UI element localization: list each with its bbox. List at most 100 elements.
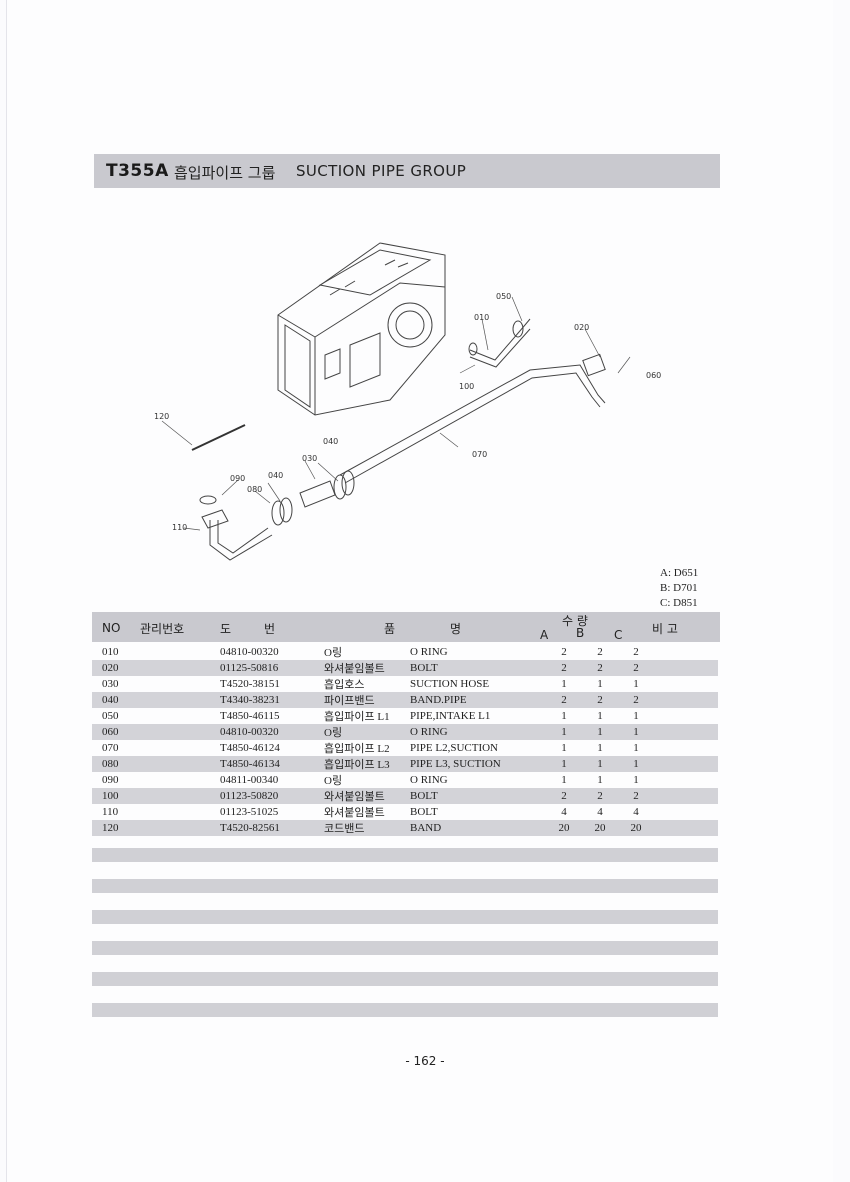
qty-a: 2 xyxy=(561,646,567,658)
name-korean: 파이프밴드 xyxy=(324,695,375,707)
qty-c: 2 xyxy=(633,646,639,658)
empty-row xyxy=(92,972,718,986)
callout-010: 010 xyxy=(474,313,489,322)
callout-110: 110 xyxy=(172,523,187,532)
remark xyxy=(654,644,718,660)
callout-070: 070 xyxy=(472,450,487,459)
qty-c: 2 xyxy=(633,662,639,674)
callout-040b: 040 xyxy=(268,471,283,480)
header-qty-b: B xyxy=(576,626,585,640)
qty-a: 1 xyxy=(561,726,567,738)
qty-b: 2 xyxy=(597,790,603,802)
model-b: B: D701 xyxy=(660,582,698,594)
header-name-1: 품 xyxy=(384,622,396,636)
name-korean: O링 xyxy=(324,727,343,739)
cord-band xyxy=(191,424,246,451)
suction-pipe-l1 xyxy=(468,318,531,368)
callout-020: 020 xyxy=(574,323,589,332)
drawing-no: T4340-38231 xyxy=(220,694,280,706)
part-no: 030 xyxy=(102,678,119,690)
empty-row xyxy=(92,941,718,955)
callout-050: 050 xyxy=(496,292,511,301)
qty-b: 1 xyxy=(597,710,603,722)
header-mgmt-no: 관리번호 xyxy=(140,622,185,636)
name-english: BOLT xyxy=(410,790,438,802)
transmission-housing xyxy=(277,242,446,416)
drawing-no: 04811-00340 xyxy=(220,774,279,786)
qty-b: 2 xyxy=(597,694,603,706)
group-title-korean: 흡입파이프 그룹 xyxy=(174,164,276,182)
qty-a: 20 xyxy=(558,822,570,834)
name-korean: 흡입파이프 L2 xyxy=(324,743,390,755)
part-no: 060 xyxy=(102,726,119,738)
qty-c: 1 xyxy=(633,774,639,786)
drawing-no: T4520-38151 xyxy=(220,678,280,690)
qty-c: 1 xyxy=(633,678,639,690)
table-row: 060 04810-00320 O링 O RING 1 1 1 xyxy=(92,724,718,740)
callout-leaders xyxy=(161,296,631,531)
name-english: O RING xyxy=(410,646,448,658)
suction-hose-and-bands xyxy=(271,470,355,526)
qty-c: 2 xyxy=(633,694,639,706)
empty-row xyxy=(92,879,718,893)
drawing-no: T4520-82561 xyxy=(220,822,280,834)
qty-a: 2 xyxy=(561,662,567,674)
remark xyxy=(654,724,718,740)
name-english: O RING xyxy=(410,774,448,786)
callout-120: 120 xyxy=(154,412,169,421)
drawing-no: 01125-50816 xyxy=(220,662,279,674)
name-korean: 와셔붙임볼트 xyxy=(324,663,385,675)
callout-060: 060 xyxy=(646,371,661,380)
header-name-2: 명 xyxy=(450,622,462,636)
part-no: 110 xyxy=(102,806,119,818)
callout-040a: 040 xyxy=(323,437,338,446)
qty-a: 1 xyxy=(561,710,567,722)
part-no: 090 xyxy=(102,774,119,786)
qty-c: 1 xyxy=(633,758,639,770)
drawing-no: T4850-46124 xyxy=(220,742,280,754)
name-english: BAND xyxy=(410,822,442,834)
name-english: O RING xyxy=(410,726,448,738)
qty-c: 1 xyxy=(633,726,639,738)
qty-a: 1 xyxy=(561,774,567,786)
name-korean: O링 xyxy=(324,647,343,659)
drawing-no: 04810-00320 xyxy=(220,726,279,738)
table-header: NO 관리번호 도 번 품 명 수 량 A B C 비 고 xyxy=(92,612,720,642)
name-english: BOLT xyxy=(410,806,438,818)
header-drawing-2: 번 xyxy=(264,622,276,636)
qty-c: 2 xyxy=(633,790,639,802)
header-drawing-1: 도 xyxy=(220,622,232,636)
empty-row xyxy=(92,848,718,862)
part-no: 020 xyxy=(102,662,119,674)
exploded-parts-diagram: 050 010 020 060 100 070 040 030 040 090 … xyxy=(154,242,661,561)
qty-b: 1 xyxy=(597,726,603,738)
qty-b: 2 xyxy=(597,662,603,674)
part-no: 080 xyxy=(102,758,119,770)
remark xyxy=(654,708,718,724)
group-title-english: SUCTION PIPE GROUP xyxy=(296,162,467,180)
qty-b: 1 xyxy=(597,774,603,786)
qty-a: 1 xyxy=(561,758,567,770)
qty-a: 2 xyxy=(561,694,567,706)
header-qty-c: C xyxy=(614,628,623,642)
drawing-no: T4850-46115 xyxy=(220,710,280,722)
drawing-no: 01123-50820 xyxy=(220,790,279,802)
qty-b: 4 xyxy=(597,806,603,818)
callout-080: 080 xyxy=(247,485,262,494)
qty-b: 20 xyxy=(594,822,606,834)
model-a: A: D651 xyxy=(660,567,699,579)
remark xyxy=(654,692,718,708)
name-korean: 흡입파이프 L1 xyxy=(324,711,390,723)
model-c: C: D851 xyxy=(660,597,698,609)
model-legend: A: D651 B: D701 C: D851 xyxy=(660,566,698,611)
